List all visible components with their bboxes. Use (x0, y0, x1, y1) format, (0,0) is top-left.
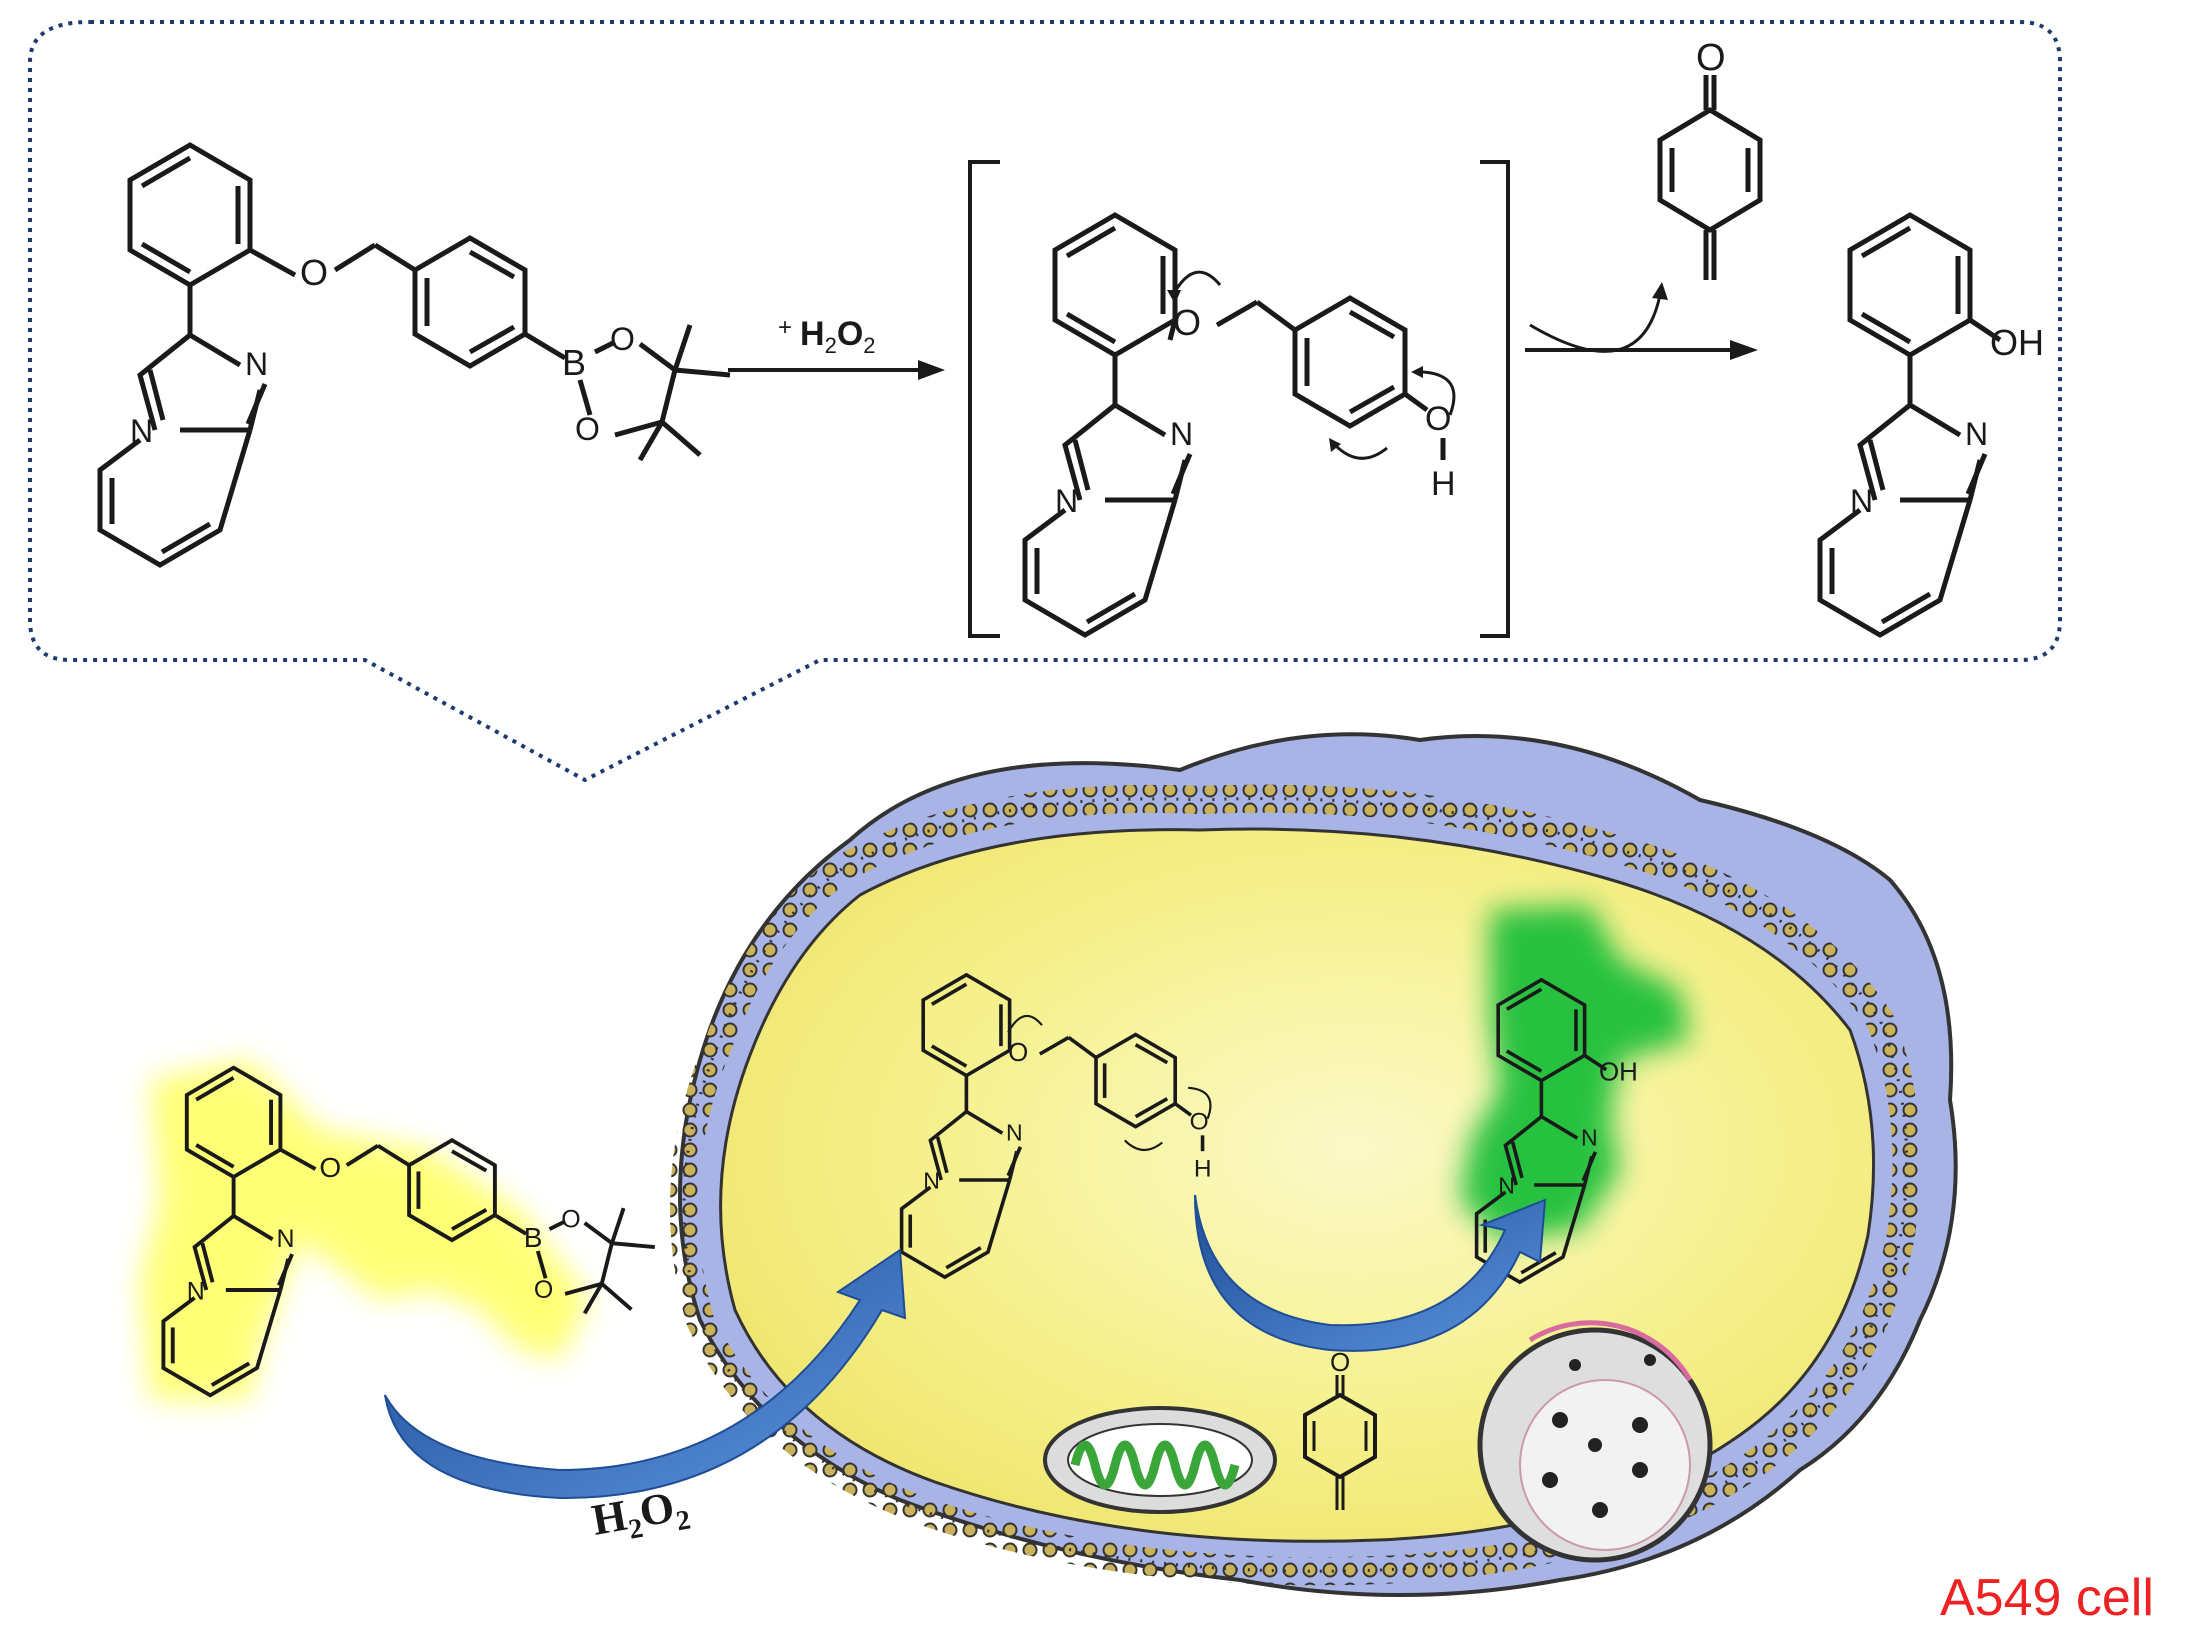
reagent-o: O (837, 315, 863, 353)
conversion-arrow (1194, 1194, 1547, 1352)
cell-int-n-label: N (1006, 1119, 1023, 1145)
quinone-methide-cell: O (1303, 1347, 1377, 1510)
intermediate-ether-o-label: O (1173, 302, 1201, 343)
cell-h2o2-o: O (636, 1482, 678, 1536)
boron-label: B (562, 342, 586, 383)
product-imidazole-n-label: N (1965, 416, 1988, 452)
intermediate-phenol-o-label: O (1425, 400, 1451, 438)
cell-probe-b-label: B (524, 1222, 543, 1253)
cell-probe-o2-label: O (561, 1206, 580, 1234)
cell-h2o2-sub2: 2 (674, 1504, 693, 1537)
intermediate-molecule-scheme: O O H N N (1025, 215, 1456, 635)
ether-oxygen-label: O (300, 252, 328, 293)
cell-product-oh-label: OH (1599, 1059, 1638, 1087)
cell-probe-n2-label: N (187, 1277, 205, 1305)
cell-h2o2-h: H (588, 1491, 630, 1545)
cell-int-n2-label: N (923, 1168, 940, 1194)
pinacol-oxygen-top-label: O (610, 321, 635, 357)
product-bridgehead-n-label: N (1850, 483, 1873, 519)
cell-quinone-o-label: O (1330, 1347, 1350, 1377)
probe-glow (140, 1060, 590, 1400)
reagent-sub2: 2 (863, 333, 875, 358)
product-molecule-cell: OH N N (1474, 977, 1638, 1284)
svg-text:+H2O2: +H2O2 (778, 314, 876, 358)
cell-probe-n-label: N (277, 1225, 295, 1253)
probe-molecule-scheme: O B O O N N (100, 145, 731, 565)
vesicle (1477, 1320, 1713, 1563)
intermediate-molecule-cell: O O H N N (899, 972, 1212, 1279)
mitochondrion (1043, 1406, 1277, 1514)
product-oh-label: OH (1990, 322, 2044, 363)
cell-int-o-label: O (1008, 1039, 1028, 1067)
callout-border (28, 20, 2062, 783)
cell-label: A549 cell (1940, 1569, 2154, 1627)
bridgehead-n-label: N (130, 413, 153, 449)
quinone-methide-scheme: O (1657, 37, 1763, 280)
cell-probe-o3-label: O (534, 1276, 553, 1304)
reaction-arrow-1: +H2O2 (728, 314, 945, 380)
cell-membrane (670, 784, 1921, 1586)
reagent-h: H (800, 315, 825, 353)
cell-product-n-label: N (1581, 1124, 1598, 1150)
cell-product-n2-label: N (1498, 1173, 1515, 1199)
intermediate-bridgehead-n-label: N (1055, 483, 1078, 519)
cell-probe-o-label: O (319, 1152, 341, 1183)
cell-h2o2-sub1: 2 (626, 1513, 645, 1546)
product-molecule-scheme: OH N N (1820, 215, 2044, 635)
entry-arrow (384, 1248, 907, 1500)
reagent-plus: + (778, 314, 792, 341)
imidazole-n-label: N (245, 346, 268, 382)
quinone-o-label: O (1696, 37, 1726, 79)
pinacol-oxygen-bottom-label: O (575, 411, 600, 447)
cell-int-o2-label: O (1190, 1109, 1209, 1136)
intermediate-phenol-h-label: H (1431, 465, 1456, 503)
svg-text:H2O2: H2O2 (588, 1480, 693, 1552)
probe-molecule-cell: O B O O N N (161, 1065, 655, 1398)
intermediate-imidazole-n-label: N (1170, 416, 1193, 452)
cell-int-h-label: H (1194, 1155, 1212, 1182)
intermediate-brackets (968, 160, 1510, 638)
reagent-sub1: 2 (825, 333, 837, 358)
reaction-arrow-2 (1525, 282, 1758, 360)
